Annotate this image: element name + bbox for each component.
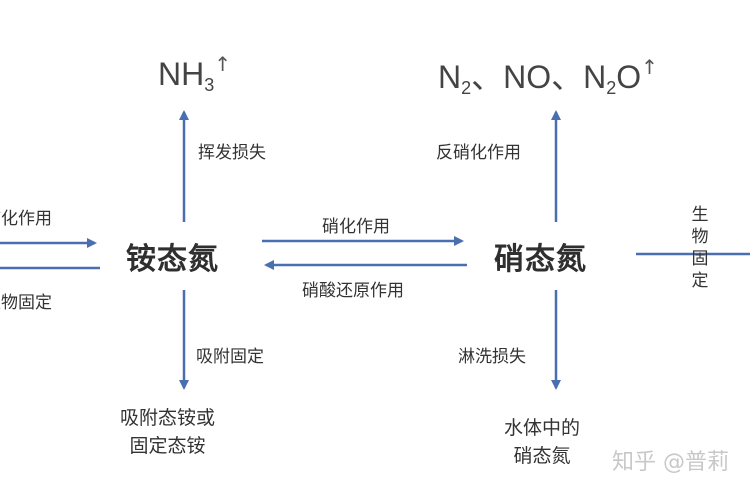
n2-subscript: 2 — [461, 78, 472, 98]
nh3-subscript: 3 — [204, 75, 215, 95]
immobilization-label: 生物固定 — [0, 293, 52, 313]
watermark-text: 知乎 @普莉 — [612, 450, 729, 475]
n-gases-label: N2、NO、N2O↑ — [438, 52, 658, 99]
nh3-text: NH — [158, 56, 205, 92]
separator: 、 — [551, 59, 584, 95]
nitrate-reduction-label: 硝酸还原作用 — [302, 281, 404, 301]
mineralization-label: 矿化作用 — [0, 209, 52, 229]
nitrification-label: 硝化作用 — [322, 217, 390, 237]
adsorption-label: 吸附固定 — [196, 347, 264, 367]
adsorbed-ammonium-line-1: 吸附态铵或 — [120, 407, 216, 429]
ammonium-nitrogen-node: 铵态氮 — [126, 242, 219, 277]
water-nitrate-text: 水体中的 硝态氮 — [504, 414, 580, 470]
n2o-n-text: N — [583, 59, 607, 95]
up-arrow-icon: ↑ — [641, 55, 658, 79]
water-nitrate-line-1: 水体中的 — [504, 417, 581, 439]
nitrate-nitrogen-node: 硝态氮 — [494, 242, 587, 277]
leaching-label: 淋洗损失 — [458, 347, 526, 367]
n2o-o-text: O — [616, 59, 642, 95]
water-nitrate-line-2: 硝态氮 — [513, 445, 571, 467]
adsorbed-ammonium-line-2: 固定态铵 — [129, 435, 206, 457]
bio-fixation-vertical-label: 生物固定 — [691, 205, 709, 291]
nh3-gas-label: NH3↑ — [158, 52, 231, 96]
denitrification-label: 反硝化作用 — [436, 143, 521, 163]
no-text: NO — [503, 59, 552, 95]
up-arrow-icon: ↑ — [214, 52, 231, 76]
adsorbed-ammonium-text: 吸附态铵或 固定态铵 — [120, 404, 215, 460]
watermark: 知乎 @普莉 — [612, 444, 729, 476]
n2-text: N — [438, 59, 462, 95]
n2o-subscript: 2 — [606, 78, 617, 98]
volatilization-label: 挥发损失 — [198, 143, 266, 163]
separator: 、 — [471, 59, 504, 95]
